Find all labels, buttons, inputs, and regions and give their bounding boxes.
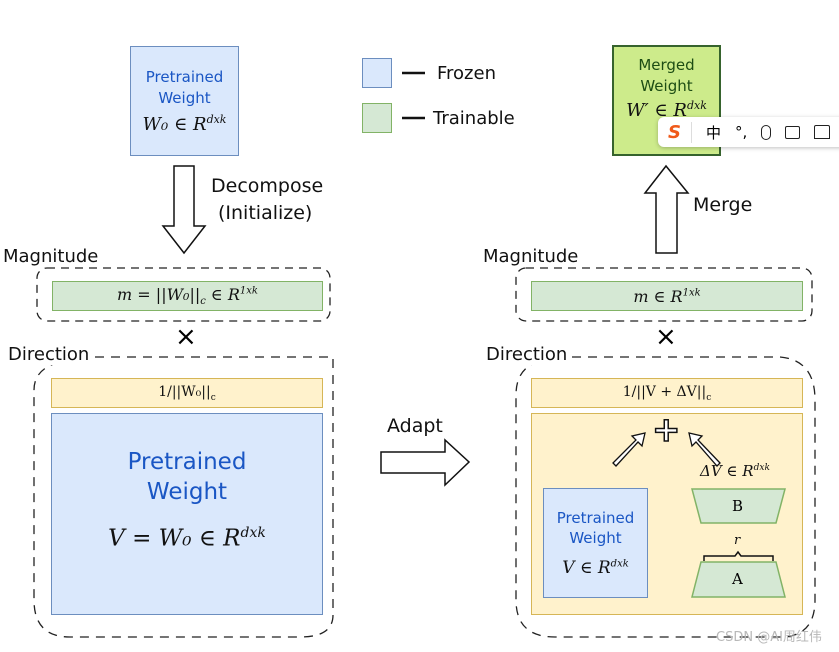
- magnitude-label-right: Magnitude: [483, 246, 582, 267]
- initialize-label: (Initialize): [218, 202, 313, 224]
- multiply-icon-left: ×: [175, 322, 197, 352]
- delta-v-formula: ΔV ∈ Rdxk: [700, 462, 770, 480]
- pretrained-large-title-1: Pretrained: [127, 448, 247, 475]
- keyboard-icon[interactable]: [785, 125, 801, 139]
- pretrained-small-title-1: Pretrained: [556, 509, 635, 527]
- ime-lang-toggle[interactable]: 中: [705, 123, 721, 142]
- decompose-arrow-icon: [161, 165, 207, 255]
- matrix-b-shape: [691, 488, 786, 524]
- direction-label-right: Direction: [486, 344, 571, 365]
- direction-dashed-box-left: [33, 356, 334, 638]
- ime-punct-toggle[interactable]: °,: [734, 123, 748, 141]
- merged-title-1: Merged: [638, 56, 695, 74]
- direction-label-left: Direction: [8, 344, 93, 365]
- adapt-arrow-icon: [380, 438, 471, 487]
- pretrained-large-title-2: Weight: [146, 478, 228, 505]
- merged-formula: W′ ∈ Rdxk: [626, 99, 707, 121]
- norm-bar-left: 1/||W₀||c: [51, 378, 323, 408]
- shirt-icon[interactable]: [814, 125, 831, 139]
- legend-trainable-swatch: [362, 103, 392, 133]
- magnitude-label-left: Magnitude: [3, 246, 102, 267]
- legend-frozen-swatch: [362, 58, 392, 88]
- matrix-a-shape: [691, 561, 786, 598]
- mic-icon[interactable]: [761, 124, 772, 140]
- watermark: CSDN @AI周红伟: [716, 630, 822, 645]
- ime-toolbar[interactable]: S 中 °,: [658, 117, 839, 147]
- pretrained-formula: W₀ ∈ Rdxk: [142, 113, 227, 135]
- matrix-b-label: B: [732, 497, 744, 515]
- norm-bar-right: 1/||V + ΔV||c: [531, 378, 803, 408]
- magnitude-vector-right: m ∈ R1xk: [531, 281, 803, 311]
- merge-arrow-icon: [643, 164, 690, 254]
- legend-frozen-label: Frozen: [437, 63, 496, 84]
- matrix-a-label: A: [732, 570, 743, 588]
- magnitude-dashed-box-right: [515, 267, 813, 322]
- pretrained-small-title-2: Weight: [569, 529, 622, 547]
- rank-label: r: [734, 533, 741, 548]
- arrow-up-right-icon: [612, 432, 646, 467]
- legend-trainable-label: Trainable: [433, 108, 515, 129]
- pretrained-small-formula: V ∈ Rdxk: [562, 558, 629, 578]
- pretrained-title-1: Pretrained: [145, 68, 224, 86]
- merge-label: Merge: [693, 194, 753, 216]
- merged-title-2: Weight: [640, 77, 693, 95]
- ime-logo-icon[interactable]: S: [668, 121, 692, 143]
- pretrained-title-2: Weight: [158, 89, 211, 107]
- rank-brace-icon: [703, 550, 774, 561]
- arrow-up-left-icon: [688, 432, 721, 467]
- decompose-label: Decompose: [211, 175, 324, 197]
- multiply-icon-right: ×: [655, 322, 677, 352]
- magnitude-vector-left: m = ||W₀||c ∈ R1xk: [52, 281, 323, 311]
- pretrained-weight-large: Pretrained Weight V = W₀ ∈ Rdxk: [51, 413, 323, 615]
- direction-dashed-box-right: [515, 356, 816, 638]
- adapt-label: Adapt: [387, 415, 443, 437]
- plus-icon: +: [651, 409, 681, 451]
- pretrained-weight-small: Pretrained Weight V ∈ Rdxk: [543, 488, 648, 598]
- pretrained-weight-box: Pretrained Weight W₀ ∈ Rdxk: [130, 46, 239, 156]
- pretrained-large-formula: V = W₀ ∈ Rdxk: [108, 524, 266, 552]
